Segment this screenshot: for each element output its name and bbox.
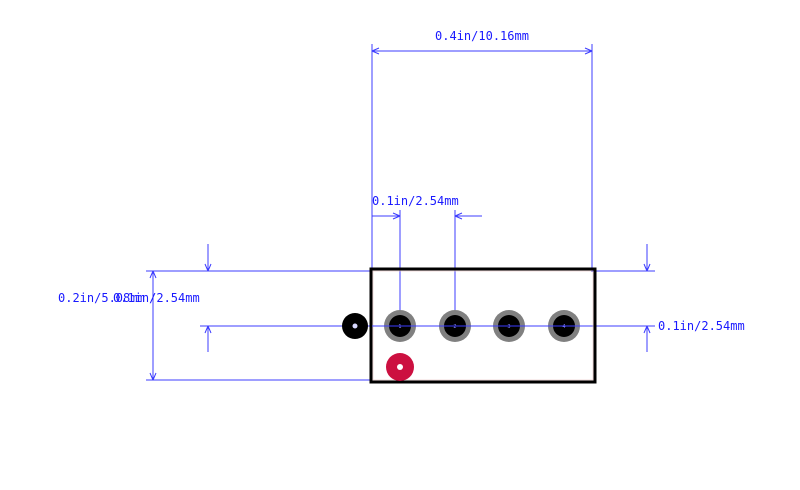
pin-4-label: 4 xyxy=(562,324,565,330)
right-offset-label: 0.1in/2.54mm xyxy=(658,319,745,333)
pin-pitch-dimension xyxy=(371,200,482,326)
left-offset-dimension xyxy=(200,244,372,352)
body-height-dimension xyxy=(146,270,372,381)
pin-pitch-label: 0.1in/2.54mm xyxy=(372,194,459,208)
right-offset-dimension xyxy=(592,244,655,352)
pin-2-label: 2 xyxy=(453,324,456,330)
left-offset-label: 0.1in/2.54mm xyxy=(113,291,200,305)
pin1-marker xyxy=(386,353,414,381)
total-width-dimension xyxy=(371,44,593,272)
component-outline xyxy=(369,267,597,384)
total-width-label: 0.4in/10.16mm xyxy=(435,29,529,43)
body-height-label: 0.2in/5.08mm xyxy=(58,291,145,305)
reference-hole xyxy=(342,313,368,339)
pin-1-label: 1 xyxy=(398,324,401,330)
pin-3-label: 3 xyxy=(507,324,510,330)
